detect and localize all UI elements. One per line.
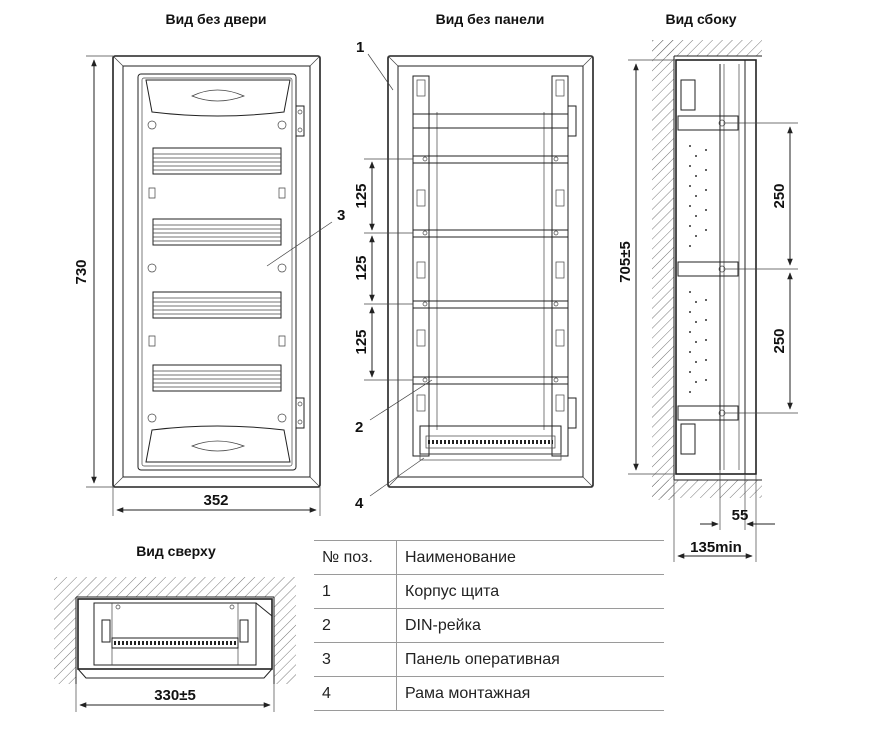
din-rail — [412, 300, 569, 309]
dimension-inner-height: 705±5 — [617, 59, 676, 475]
title-front-view: Вид без двери — [165, 11, 266, 27]
callout-3: 3 — [337, 207, 345, 224]
dim-inner-height-label: 705±5 — [617, 241, 634, 283]
din-rail — [412, 155, 569, 164]
dim-depth-min-label: 135min — [690, 539, 742, 556]
leader-2 — [369, 379, 433, 421]
dim-side-pitch-1: 250 — [771, 183, 788, 208]
callout-4: 4 — [355, 495, 364, 512]
table-row: 3 Панель оперативная — [314, 642, 664, 677]
panel-view — [387, 55, 594, 488]
dim-rail-pitch-2: 125 — [353, 255, 370, 280]
leader-1 — [367, 53, 394, 91]
leader-3 — [266, 221, 333, 267]
dim-rail-pitch-1: 125 — [353, 183, 370, 208]
dim-depth-inner-label: 55 — [732, 507, 749, 524]
module-strip — [152, 218, 282, 246]
table-header-name: Наименование — [396, 540, 664, 575]
table-row: 1 Корпус щита — [314, 574, 664, 609]
front-view — [112, 55, 321, 488]
table-cell-pos: 3 — [314, 642, 397, 677]
dim-side-pitch-2: 250 — [771, 328, 788, 353]
dimension-depth: 55 135min — [673, 470, 775, 562]
dim-height-label: 730 — [73, 259, 90, 284]
table-cell-name: Панель оперативная — [396, 642, 664, 677]
table-cell-pos: 1 — [314, 574, 397, 609]
title-panel-view: Вид без панели — [436, 11, 545, 27]
module-strip — [152, 147, 282, 175]
leader-4 — [369, 457, 425, 497]
module-strip — [152, 364, 282, 392]
table-cell-pos: 4 — [314, 676, 397, 711]
dimension-side-pitch: 250 250 — [725, 122, 798, 414]
top-view — [54, 577, 296, 684]
title-top-view: Вид сверху — [136, 543, 216, 559]
dimension-niche-width: 330±5 — [75, 684, 275, 712]
din-rail — [412, 229, 569, 238]
table-row: 4 Рама монтажная — [314, 676, 664, 711]
table-cell-pos: 2 — [314, 608, 397, 643]
dimension-height: 730 — [73, 55, 113, 488]
dim-width-label: 352 — [203, 492, 228, 509]
table-cell-name: DIN-рейка — [396, 608, 664, 643]
table-cell-name: Рама монтажная — [396, 676, 664, 711]
callout-2: 2 — [355, 419, 363, 436]
module-strip — [152, 291, 282, 319]
side-view — [652, 40, 762, 500]
table-header-pos: № поз. — [314, 540, 397, 575]
callout-1: 1 — [356, 39, 364, 56]
dim-niche-width-label: 330±5 — [154, 687, 196, 704]
table-header-row: № поз. Наименование — [314, 540, 664, 575]
table-row: 2 DIN-рейка — [314, 608, 664, 643]
parts-table: № поз. Наименование 1 Корпус щита 2 DIN-… — [314, 540, 664, 711]
din-rail — [412, 376, 569, 385]
title-side-view: Вид сбоку — [665, 11, 736, 27]
dimension-width: 352 — [112, 487, 321, 516]
table-cell-name: Корпус щита — [396, 574, 664, 609]
dim-rail-pitch-3: 125 — [353, 329, 370, 354]
dimension-rail-pitch: 125 125 125 — [353, 158, 413, 381]
